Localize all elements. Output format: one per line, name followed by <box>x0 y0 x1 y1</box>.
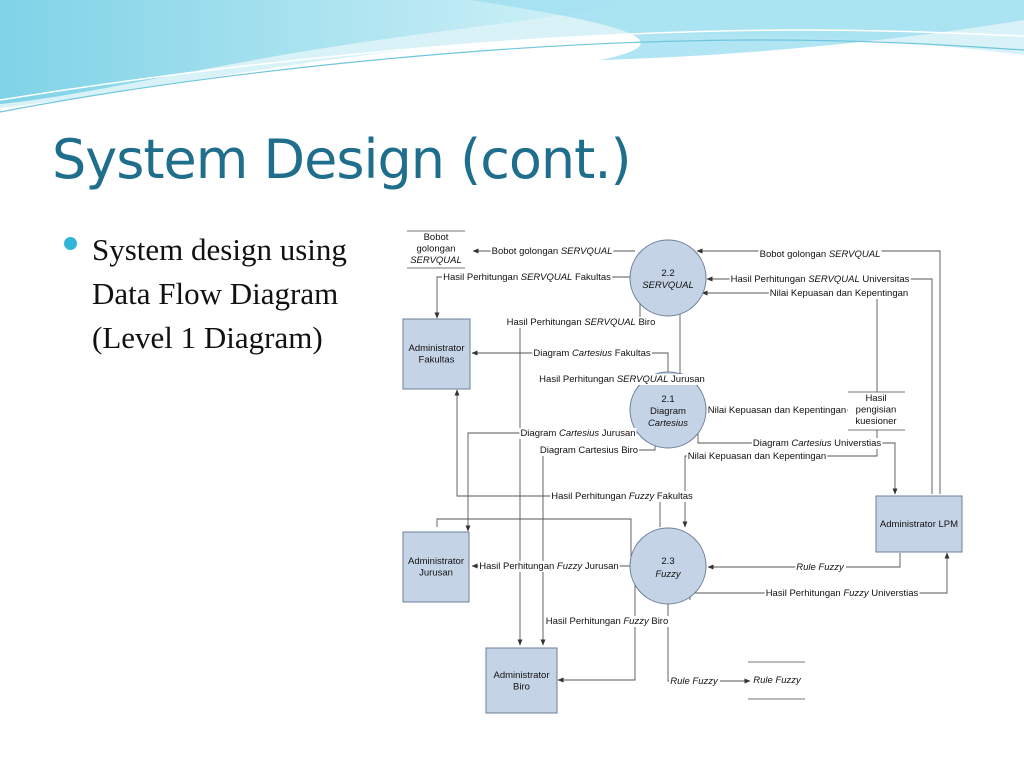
process-servqual-number: 2.2 <box>661 268 674 279</box>
process-fuzzy: 2.3 Fuzzy <box>629 527 707 605</box>
label-fuzzy-fakultas: Hasil Perhitungan Fuzzy Fakultas <box>551 491 693 502</box>
label-nilai-lpm: Nilai Kepuasan dan Kepentingan <box>688 451 826 462</box>
flow-nilai-servqual <box>701 290 878 392</box>
flow-label-background <box>669 676 721 687</box>
label-fuzzy-biro: Hasil Perhitungan Fuzzy Biro <box>546 616 669 627</box>
wave-mid <box>0 0 640 104</box>
bullet-text: System design using Data Flow Diagram (L… <box>92 232 347 355</box>
process-cartesius-number: 2.1 <box>661 394 674 405</box>
flow-label-background <box>764 588 920 599</box>
label-rule-lpm: Rule Fuzzy <box>796 562 845 573</box>
flow-labels: Bobot golongan SERVQUAL Bobot golongan S… <box>442 246 920 687</box>
flow-rule-lpm <box>707 553 901 570</box>
label-bobot-from-lpm: Bobot golongan SERVQUAL <box>760 249 881 260</box>
flow-rule-store <box>667 604 751 684</box>
flow-label-background <box>519 428 637 439</box>
flow-label-background <box>532 348 652 359</box>
flow-fuzzy-biro <box>557 585 636 683</box>
flow-cartesius-biro <box>540 437 656 646</box>
flow-label-background <box>505 317 657 328</box>
flow-label-background <box>729 274 911 285</box>
label-bobot-to-store: Bobot golongan SERVQUAL <box>492 246 613 257</box>
bullet-dot-icon <box>64 237 77 250</box>
flow-label-background <box>768 288 910 299</box>
store-rule-label: Rule Fuzzy <box>753 675 802 686</box>
process-fuzzy-name: Fuzzy <box>655 569 682 580</box>
flow-label-background <box>795 562 847 573</box>
label-nilai-cartesius: Nilai Kepuasan dan Kepentingan <box>708 405 846 416</box>
label-cartesius-universitas: Diagram Cartesius Universtias <box>753 438 882 449</box>
wave-line-2 <box>0 29 1024 101</box>
label-cartesius-fakultas: Diagram Cartesius Fakultas <box>533 348 650 359</box>
flow-label-background <box>550 491 695 502</box>
slide-title: System Design (cont.) <box>52 128 632 191</box>
flow-servqual-fakultas <box>434 276 640 319</box>
store-rule-fuzzy: Rule Fuzzy <box>748 661 805 700</box>
label-rule-store: Rule Fuzzy <box>670 676 719 687</box>
flow-jurusan-trunk <box>436 518 632 566</box>
entity-administrator-lpm: Administrator LPM <box>875 495 963 553</box>
flow-label-background <box>538 374 706 385</box>
header-wave-decoration <box>0 0 1024 113</box>
label-fuzzy-universitas: Hasil Perhitungan Fuzzy Universtias <box>766 588 919 599</box>
process-servqual-name: SERVQUAL <box>642 280 694 291</box>
flow-label-background <box>490 246 614 257</box>
flow-label-background <box>751 438 883 449</box>
flow-label-background <box>758 249 882 260</box>
label-cartesius-biro: Diagram Cartesius Biro <box>540 445 638 456</box>
label-servqual-jurusan: Hasil Perhitungan SERVQUAL Jurusan <box>539 374 705 385</box>
process-fuzzy-number: 2.3 <box>661 556 674 567</box>
flow-lines <box>434 248 950 684</box>
label-servqual-fakultas: Hasil Perhitungan SERVQUAL Fakultas <box>443 272 611 283</box>
flow-label-background <box>706 405 848 416</box>
entity-lpm-label: Administrator LPM <box>880 519 958 530</box>
flow-label-background <box>538 445 640 456</box>
label-servqual-biro: Hasil Perhitungan SERVQUAL Biro <box>507 317 656 328</box>
bullet-list: System design using Data Flow Diagram (L… <box>62 228 362 360</box>
label-servqual-universitas: Hasil Perhitungan SERVQUAL Universitas <box>731 274 910 285</box>
label-cartesius-jurusan: Diagram Cartesius Jurusan <box>520 428 635 439</box>
flow-label-background <box>478 561 620 572</box>
bullet-item: System design using Data Flow Diagram (L… <box>62 228 362 360</box>
process-cartesius: 2.1 Diagram Cartesius <box>629 371 707 449</box>
flow-label-background <box>442 272 613 283</box>
process-cartesius-name: Diagram <box>650 406 686 417</box>
process-servqual: 2.2 SERVQUAL <box>629 239 707 317</box>
label-fuzzy-jurusan: Hasil Perhitungan Fuzzy Jurusan <box>479 561 618 572</box>
process-cartesius-name-2: Cartesius <box>648 418 688 429</box>
flow-label-background <box>544 616 670 627</box>
wave-line-1 <box>0 39 1024 113</box>
flow-cartesius-jurusan <box>465 428 641 532</box>
label-nilai-servqual: Nilai Kepuasan dan Kepentingan <box>770 288 908 299</box>
flow-label-background <box>686 451 828 462</box>
